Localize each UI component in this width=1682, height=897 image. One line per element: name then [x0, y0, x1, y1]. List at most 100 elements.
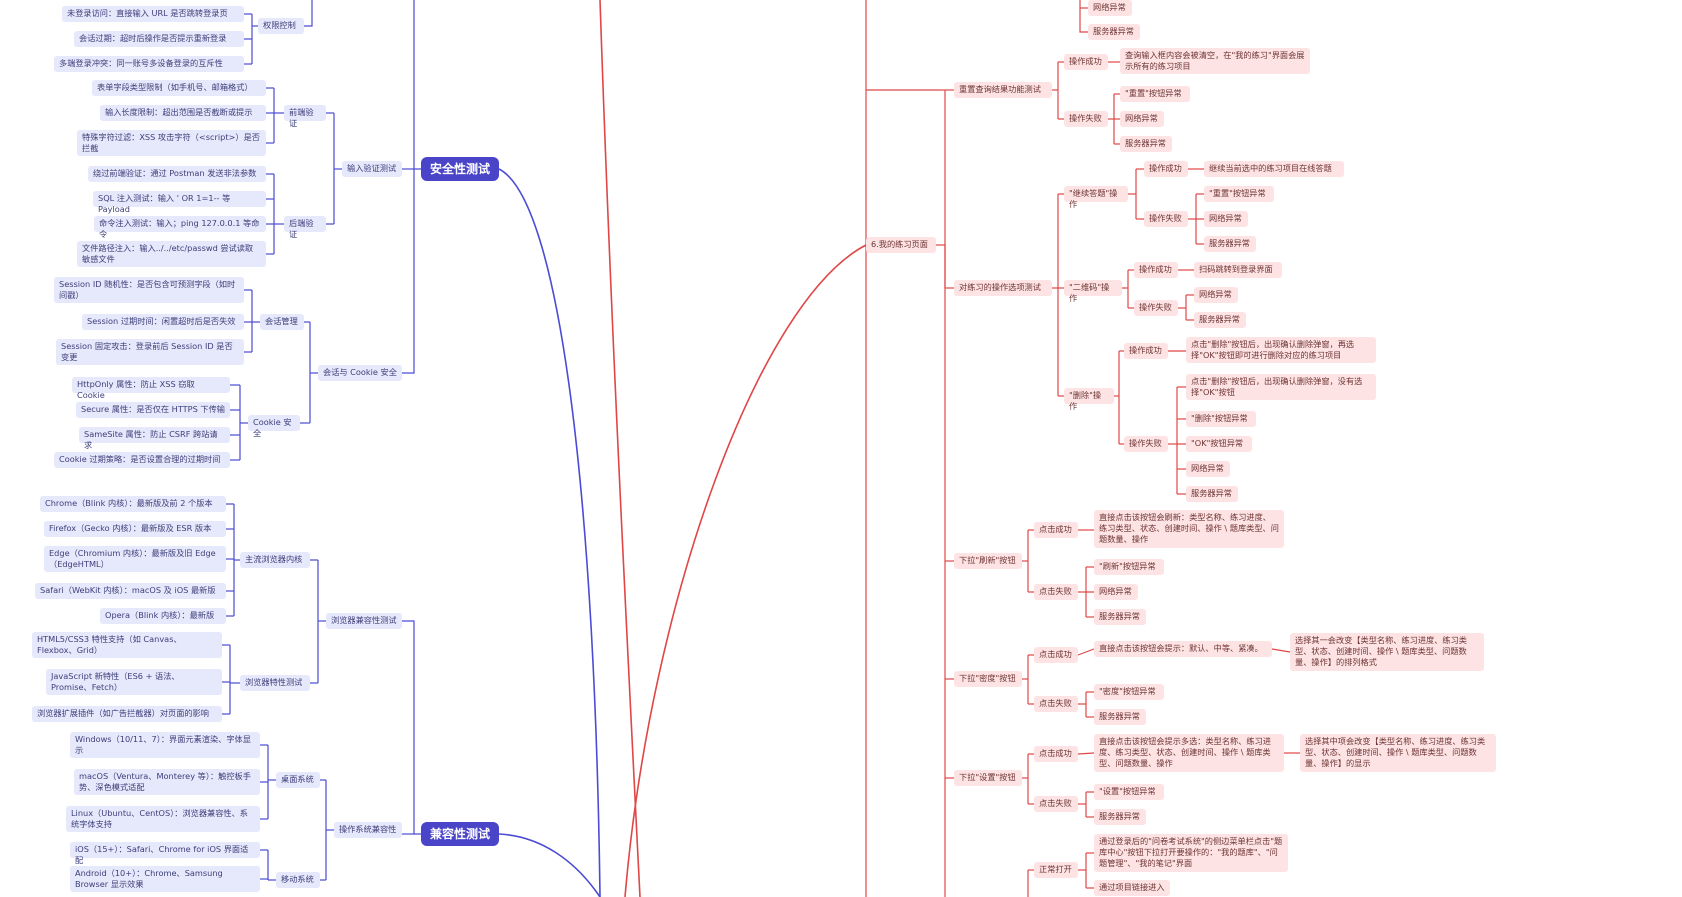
right-node-settings-btn-error[interactable]: "设置"按钮异常 — [1094, 784, 1164, 800]
right-node-reset-success-desc[interactable]: 查询输入框内容会被清空，在"我的练习"界面会展示所有的练习项目 — [1120, 48, 1310, 74]
left-node-path-injection[interactable]: 文件路径注入：输入../../etc/passwd 尝试读取敏感文件 — [77, 241, 266, 267]
right-node-refresh-button[interactable]: 下拉"刷新"按钮 — [954, 553, 1022, 569]
right-node-delete-fail-desc[interactable]: 点击"删除"按钮后，出现确认删除弹窗，没有选择"OK"按钮 — [1186, 374, 1376, 400]
right-node-server-error-top[interactable]: 服务器异常 — [1088, 24, 1140, 40]
left-node-sql-injection[interactable]: SQL 注入测试：输入 ' OR 1=1-- 等 Payload — [93, 191, 266, 214]
right-node-density-button[interactable]: 下拉"密度"按钮 — [954, 671, 1022, 687]
left-node-ios[interactable]: iOS（15+）：Safari、Chrome for iOS 界面适配 — [70, 842, 260, 865]
left-node-html5-css3[interactable]: HTML5/CSS3 特性支持（如 Canvas、Flexbox、Grid） — [32, 632, 222, 658]
left-node-cookie-expire[interactable]: Cookie 过期策略：是否设置合理的过期时间 — [54, 452, 230, 468]
left-node-xss-filter[interactable]: 特殊字符过滤：XSS 攻击字符（<script>）是否拦截 — [77, 130, 266, 156]
left-node-input-validation[interactable]: 输入验证测试 — [342, 161, 402, 177]
left-node-length-limit[interactable]: 输入长度限制：超出范围是否截断或提示 — [100, 105, 266, 121]
right-node-qrcode-server-error[interactable]: 服务器异常 — [1194, 312, 1246, 328]
right-node-delete-network-error[interactable]: 网络异常 — [1186, 461, 1230, 477]
right-node-density-success[interactable]: 点击成功 — [1034, 647, 1078, 663]
right-node-delete-success[interactable]: 操作成功 — [1124, 343, 1168, 359]
left-node-samesite[interactable]: SameSite 属性：防止 CSRF 跨站请求 — [79, 427, 230, 450]
left-node-javascript[interactable]: JavaScript 新特性（ES6 + 语法、Promise、Fetch） — [46, 669, 222, 695]
right-node-normal-open[interactable]: 正常打开 — [1034, 862, 1078, 878]
right-node-practice-options-test[interactable]: 对练习的操作选项测试 — [954, 280, 1052, 296]
right-node-refresh-network-error[interactable]: 网络异常 — [1094, 584, 1138, 600]
right-node-my-practice-page[interactable]: 6.我的练习页面 — [866, 237, 936, 253]
left-node-browser-engines[interactable]: 主流浏览器内核 — [240, 552, 310, 568]
left-node-browser-compat[interactable]: 浏览器兼容性测试 — [326, 613, 402, 629]
right-node-reset-fail[interactable]: 操作失败 — [1064, 111, 1108, 127]
left-node-field-type[interactable]: 表单字段类型限制（如手机号、邮箱格式） — [92, 80, 266, 96]
left-node-backend-validation[interactable]: 后端验证 — [284, 216, 326, 239]
right-node-delete-success-desc[interactable]: 点击"删除"按钮后，出现确认删除弹窗，再选择"OK"按钮即可进行删除对应的练习项… — [1186, 337, 1376, 363]
right-node-continue-fail[interactable]: 操作失败 — [1144, 211, 1188, 227]
left-node-windows[interactable]: Windows（10/11、7）：界面元素渲染、字体显示 — [70, 732, 260, 758]
right-node-qrcode-success[interactable]: 操作成功 — [1134, 262, 1178, 278]
left-node-mobile-os[interactable]: 移动系统 — [276, 872, 320, 888]
right-node-delete-btn-error[interactable]: "删除"按钮异常 — [1186, 411, 1256, 427]
left-node-firefox[interactable]: Firefox（Gecko 内核）：最新版及 ESR 版本 — [44, 521, 226, 537]
right-node-density-option-desc[interactable]: 选择其一会改变【类型名称、练习进度、练习类型、状态、创建时间、操作 \ 题库类型… — [1290, 633, 1484, 671]
left-node-cookie-security[interactable]: Cookie 安全 — [248, 415, 300, 438]
right-node-reset-btn-error[interactable]: "重置"按钮异常 — [1120, 86, 1190, 102]
right-node-density-success-desc[interactable]: 直接点击该按钮会提示：默认、中等、紧凑。 — [1094, 641, 1272, 657]
left-node-session-manage[interactable]: 会话管理 — [260, 314, 304, 330]
right-node-delete[interactable]: "删除"操作 — [1064, 388, 1114, 411]
right-node-qrcode-success-desc[interactable]: 扫码跳转到登录界面 — [1194, 262, 1282, 278]
left-node-frontend-validation[interactable]: 前端验证 — [284, 105, 326, 128]
left-node-session-timeout[interactable]: Session 过期时间：闲置超时后是否失效 — [82, 314, 244, 330]
left-node-session-id-random[interactable]: Session ID 随机性：是否包含可预测字段（如时间戳） — [54, 277, 244, 303]
right-node-qrcode[interactable]: "二维码"操作 — [1064, 280, 1122, 303]
right-node-reset-query-test[interactable]: 重置查询结果功能测试 — [954, 82, 1052, 98]
left-node-cmd-injection[interactable]: 命令注入测试：输入；ping 127.0.0.1 等命令 — [94, 216, 266, 239]
right-node-open-via-link[interactable]: 通过项目链接进入 — [1094, 880, 1170, 896]
left-node-linux[interactable]: Linux（Ubuntu、CentOS）：浏览器兼容性、系统字体支持 — [66, 806, 260, 832]
right-node-density-btn-error[interactable]: "密度"按钮异常 — [1094, 684, 1164, 700]
left-node-browser-extensions[interactable]: 浏览器扩展插件（如广告拦截器）对页面的影响 — [32, 706, 222, 722]
right-node-density-fail[interactable]: 点击失败 — [1034, 696, 1078, 712]
right-node-settings-success[interactable]: 点击成功 — [1034, 746, 1078, 762]
right-node-settings-button[interactable]: 下拉"设置"按钮 — [954, 770, 1022, 786]
left-node-session-expire[interactable]: 会话过期：超时后操作是否提示重新登录 — [74, 31, 244, 47]
right-node-continue-answer[interactable]: "继续答题"操作 — [1064, 186, 1128, 209]
left-node-session-fixation[interactable]: Session 固定攻击：登录前后 Session ID 是否变更 — [56, 339, 244, 365]
right-node-reset-server-error[interactable]: 服务器异常 — [1120, 136, 1172, 152]
right-node-reset-network-error[interactable]: 网络异常 — [1120, 111, 1164, 127]
left-node-bypass-frontend[interactable]: 绕过前端验证：通过 Postman 发送非法参数 — [88, 166, 266, 182]
right-node-continue-server-error[interactable]: 服务器异常 — [1204, 236, 1256, 252]
right-node-delete-server-error[interactable]: 服务器异常 — [1186, 486, 1238, 502]
left-node-android[interactable]: Android（10+）：Chrome、Samsung Browser 显示效果 — [70, 866, 260, 892]
left-node-session-cookie-security[interactable]: 会话与 Cookie 安全 — [318, 365, 402, 381]
right-node-ok-btn-error[interactable]: "OK"按钮异常 — [1186, 436, 1252, 452]
right-node-settings-option-desc[interactable]: 选择其中项会改变【类型名称、练习进度、练习类型、状态、创建时间、操作 \ 题库类… — [1300, 734, 1496, 772]
right-node-density-server-error[interactable]: 服务器异常 — [1094, 709, 1146, 725]
right-node-normal-open-desc[interactable]: 通过登录后的"问卷考试系统"的侧边菜单栏点击"题库中心"按钮下拉打开要操作的："… — [1094, 834, 1288, 872]
right-node-continue-reset-error[interactable]: "重置"按钮异常 — [1204, 186, 1274, 202]
left-node-unauth-access[interactable]: 未登录访问：直接输入 URL 是否跳转登录页 — [62, 6, 244, 22]
left-node-permission[interactable]: 权限控制 — [258, 18, 304, 34]
right-node-settings-server-error[interactable]: 服务器异常 — [1094, 809, 1146, 825]
right-node-refresh-server-error[interactable]: 服务器异常 — [1094, 609, 1146, 625]
right-node-continue-success-desc[interactable]: 继续当前选中的练习项目在线答题 — [1204, 161, 1344, 177]
left-node-chrome[interactable]: Chrome（Blink 内核）：最新版及前 2 个版本 — [40, 496, 226, 512]
right-node-network-error-top[interactable]: 网络异常 — [1088, 0, 1132, 16]
right-node-refresh-success-desc[interactable]: 直接点击该按钮会刷新：类型名称、练习进度、练习类型、状态、创建时间、操作 \ 题… — [1094, 510, 1284, 548]
left-node-macos[interactable]: macOS（Ventura、Monterey 等）：触控板手势、深色模式适配 — [74, 769, 260, 795]
root-security-testing[interactable]: 安全性测试 — [421, 157, 499, 181]
right-node-settings-success-desc[interactable]: 直接点击该按钮会提示多选：类型名称、练习进度、练习类型、状态、创建时间、操作 \… — [1094, 734, 1284, 772]
right-node-refresh-fail[interactable]: 点击失败 — [1034, 584, 1078, 600]
left-node-httponly[interactable]: HttpOnly 属性：防止 XSS 窃取 Cookie — [72, 377, 230, 400]
left-node-desktop-os[interactable]: 桌面系统 — [276, 772, 320, 788]
left-node-safari[interactable]: Safari（WebKit 内核）：macOS 及 iOS 最新版 — [35, 583, 226, 599]
left-node-opera[interactable]: Opera（Blink 内核）：最新版 — [100, 608, 226, 624]
right-node-continue-success[interactable]: 操作成功 — [1144, 161, 1188, 177]
right-node-settings-fail[interactable]: 点击失败 — [1034, 796, 1078, 812]
right-node-refresh-success[interactable]: 点击成功 — [1034, 522, 1078, 538]
left-node-edge[interactable]: Edge（Chromium 内核）：最新版及旧 Edge（EdgeHTML） — [44, 546, 226, 572]
root-compatibility-testing[interactable]: 兼容性测试 — [421, 822, 499, 846]
left-node-browser-features[interactable]: 浏览器特性测试 — [240, 675, 310, 691]
right-node-qrcode-network-error[interactable]: 网络异常 — [1194, 287, 1238, 303]
left-node-secure[interactable]: Secure 属性：是否仅在 HTTPS 下传输 — [76, 402, 230, 418]
right-node-refresh-btn-error[interactable]: "刷新"按钮异常 — [1094, 559, 1164, 575]
right-node-reset-success[interactable]: 操作成功 — [1064, 54, 1108, 70]
right-node-continue-network-error[interactable]: 网络异常 — [1204, 211, 1248, 227]
right-node-qrcode-fail[interactable]: 操作失败 — [1134, 300, 1178, 316]
right-node-delete-fail[interactable]: 操作失败 — [1124, 436, 1168, 452]
